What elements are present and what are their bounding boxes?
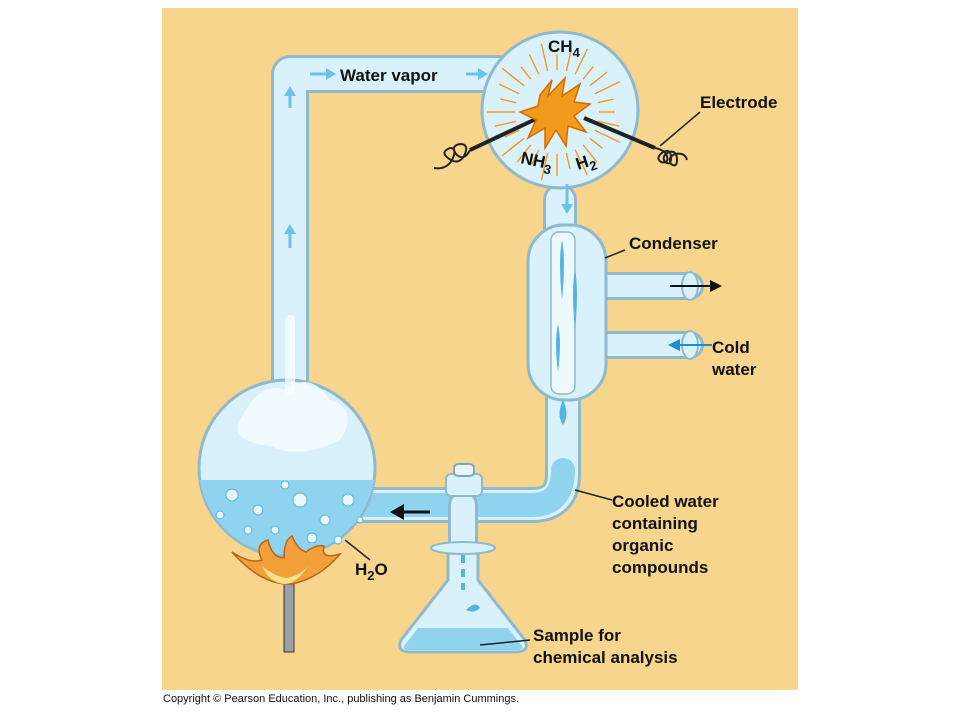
- spark-ray: [565, 152, 571, 169]
- burner: [231, 534, 343, 653]
- h2o-label: H2O: [355, 560, 388, 583]
- bubble: [319, 514, 331, 526]
- flow-arrow-icon: [390, 504, 430, 520]
- copyright-text: Copyright © Pearson Education, Inc., pub…: [163, 693, 520, 705]
- spark-ray: [574, 48, 589, 75]
- sample-label: Sample for chemical analysis: [533, 626, 678, 667]
- condenser-leader-line: [604, 249, 626, 259]
- cold-water-label: Cold water: [711, 338, 757, 379]
- spark-ray: [500, 98, 517, 104]
- bubble: [356, 516, 364, 524]
- spark-rays-icon: [487, 43, 621, 181]
- spark-ray: [597, 98, 614, 104]
- left-electrode: [469, 116, 539, 152]
- flow-arrow-icon: [284, 86, 296, 108]
- bubble: [341, 493, 355, 507]
- bubble: [225, 488, 239, 502]
- flow-arrow-icon: [561, 184, 573, 214]
- spark-ray: [501, 67, 525, 87]
- sample-leader-line: [479, 639, 531, 646]
- bubble: [280, 480, 290, 490]
- flow-arrow-icon: [466, 68, 488, 80]
- spark-ray: [499, 83, 520, 95]
- electrode-coil-icon: [433, 142, 471, 170]
- spark-icon: [518, 75, 592, 151]
- spark-ray: [520, 66, 532, 80]
- flow-arrow-icon: [310, 68, 336, 80]
- flame-icon: [231, 534, 343, 585]
- spark-ray: [589, 71, 608, 87]
- spark-ray: [501, 137, 525, 157]
- bubble: [292, 492, 308, 508]
- spark-ray: [574, 149, 589, 176]
- electrode-coil-icon: [654, 147, 688, 167]
- sample-flask: [398, 463, 531, 654]
- flow-arrow-icon: [284, 224, 296, 248]
- condenser-jacket: [526, 223, 626, 425]
- ch4-label: CH4: [548, 37, 581, 60]
- nh3-label: NH3: [518, 148, 554, 177]
- condenser-ports: [668, 271, 722, 360]
- bubble: [215, 510, 225, 520]
- spark-ray: [540, 43, 549, 72]
- cooled-water-leader-line: [574, 489, 613, 501]
- spark-ray: [528, 54, 540, 75]
- cold-water-arrow-icon: [668, 339, 680, 351]
- stopcock-cap: [453, 463, 475, 477]
- h2-label: H2: [573, 150, 599, 178]
- spark-ray: [531, 149, 540, 165]
- flame-core-icon: [262, 566, 308, 584]
- bubble: [306, 532, 318, 544]
- bubble: [270, 525, 280, 535]
- electrode-leader-line: [659, 111, 701, 147]
- spark-ray: [597, 120, 620, 127]
- spark-ray: [516, 144, 532, 163]
- bubble: [333, 535, 343, 545]
- spark-ray: [540, 152, 549, 181]
- bubble: [252, 504, 264, 516]
- spark-ray: [589, 137, 603, 149]
- right-electrode: [583, 116, 656, 150]
- spark-ray: [594, 80, 621, 95]
- h2o-leader-line: [344, 539, 371, 561]
- bubbles: [215, 480, 364, 545]
- cooled-water-label: Cooled water containing organic compound…: [612, 492, 723, 577]
- condenser-label: Condenser: [629, 234, 718, 253]
- boiling-flask: [197, 315, 377, 561]
- spark-ray: [594, 129, 621, 144]
- water-vapor-label: Water vapor: [340, 66, 438, 85]
- electrode-label: Electrode: [700, 93, 777, 112]
- water-out-arrow-icon: [710, 280, 722, 292]
- spark-ray: [582, 66, 594, 80]
- splash-icon: [466, 604, 480, 612]
- spark-ray: [582, 144, 598, 163]
- bubble: [243, 525, 253, 535]
- spark-chamber: [469, 30, 656, 190]
- spark-ray: [494, 120, 517, 127]
- stopcock: [445, 473, 483, 497]
- flow-arrows: [284, 68, 573, 520]
- spark-ray: [565, 49, 572, 72]
- spark-ray: [504, 129, 520, 138]
